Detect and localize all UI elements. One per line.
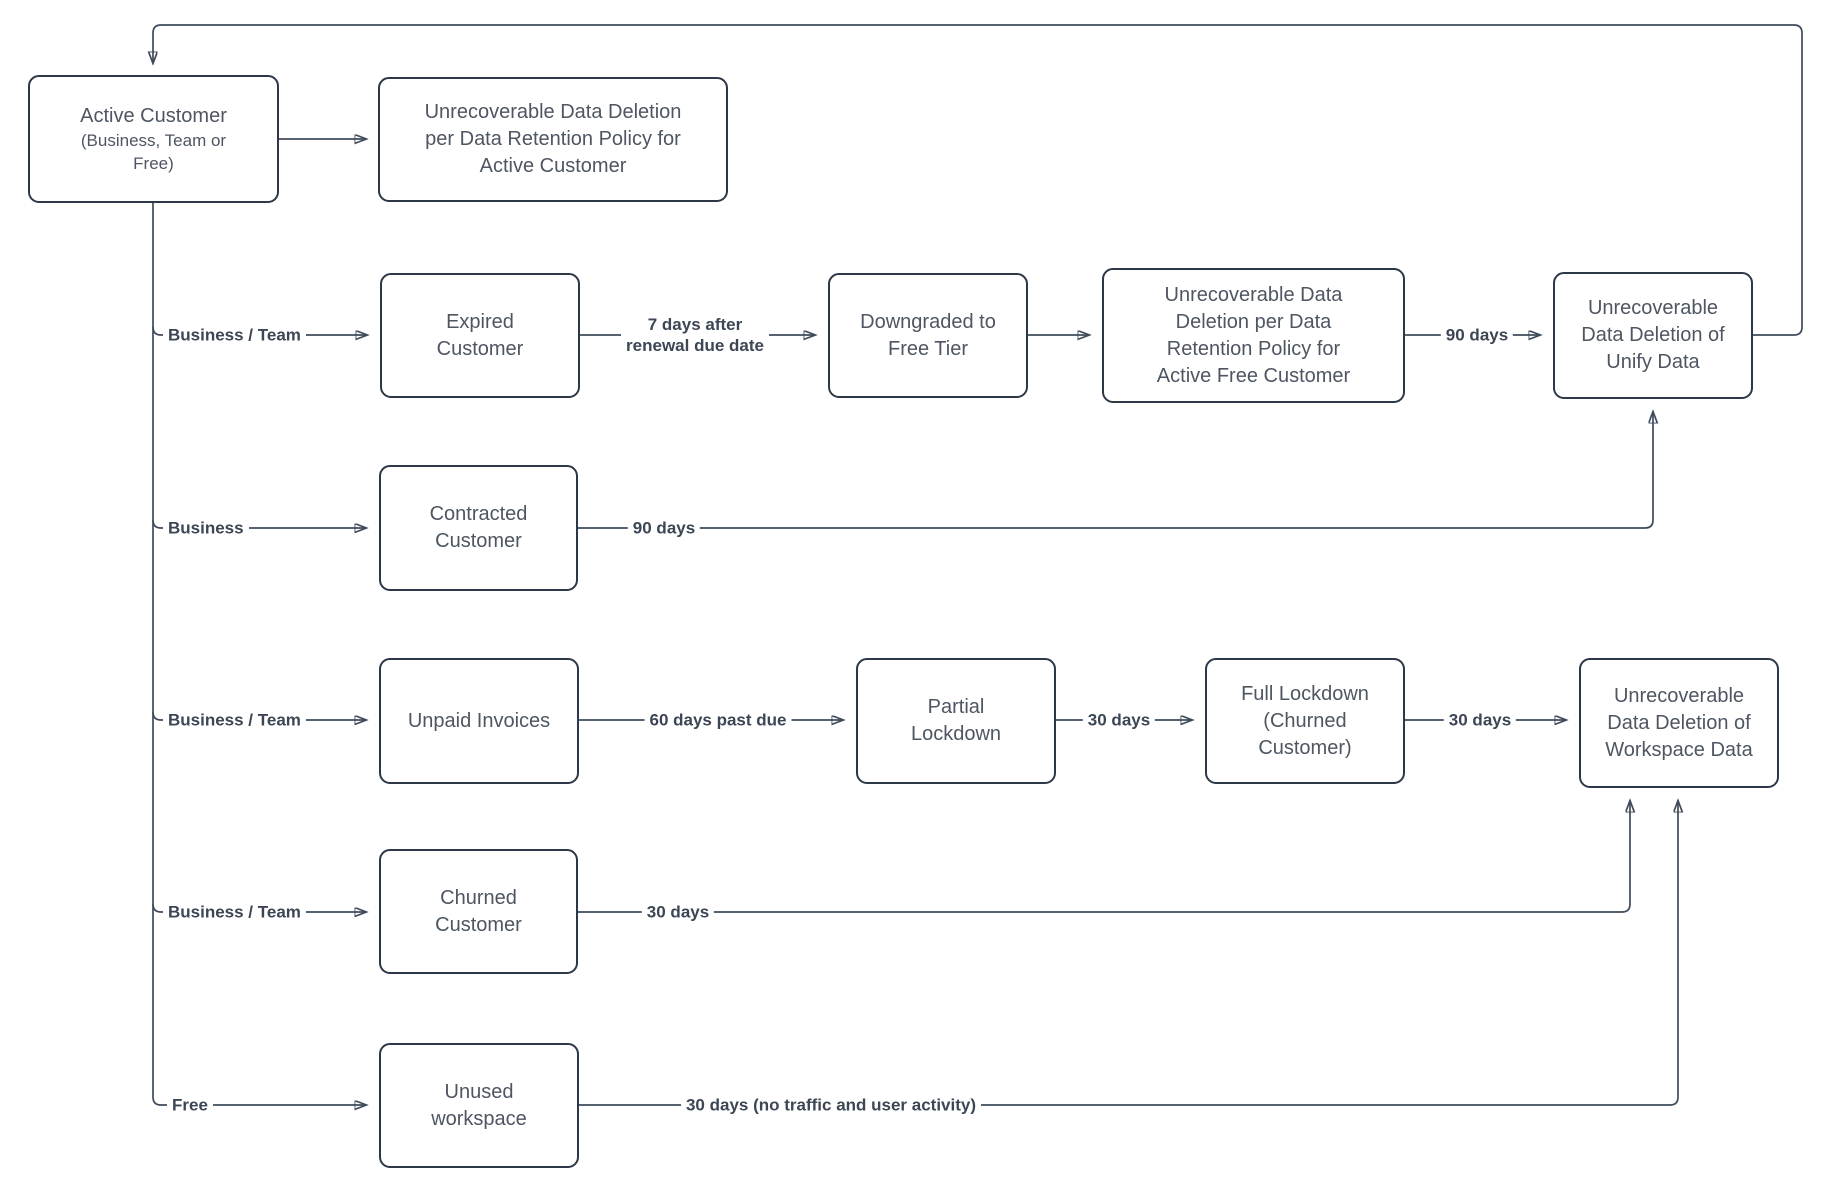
edge-unused-to-workspace (579, 801, 1678, 1106)
edge-label-30-days-partial-full: 30 days (1082, 708, 1156, 732)
node-deletion-active-free-customer: Unrecoverable Data Deletion per Data Ret… (1102, 268, 1405, 403)
edge-label-branch-unpaid: Business / Team (163, 708, 306, 732)
edge-branch-contracted (152, 519, 366, 528)
edge-label-60-days-past-due: 60 days past due (644, 708, 792, 732)
node-contracted-customer: Contracted Customer (379, 465, 578, 591)
node-churned-customer: Churned Customer (379, 849, 578, 974)
edge-loop-unify-to-active (153, 24, 1803, 336)
node-unused-workspace: Unused workspace (379, 1043, 579, 1168)
edge-branch-unpaid (152, 711, 366, 720)
node-partial-lockdown-label: Partial Lockdown (910, 696, 1002, 745)
node-full-lockdown-label: Full Lockdown (Churned Customer) (1241, 682, 1369, 759)
node-downgraded-free-tier-label: Downgraded to Free Tier (860, 310, 996, 360)
node-unpaid-invoices-label: Unpaid Invoices (407, 709, 551, 732)
node-deletion-active-free-customer-label: Unrecoverable Data Deletion per Data Ret… (1156, 283, 1351, 387)
edge-branch-expired (152, 326, 367, 335)
node-deletion-workspace-data: Unrecoverable Data Deletion of Workspace… (1579, 658, 1779, 788)
node-unused-workspace-label: Unused workspace (431, 1080, 527, 1130)
node-deletion-unify-data: Unrecoverable Data Deletion of Unify Dat… (1553, 272, 1753, 399)
edge-contracted-to-unify (578, 412, 1653, 529)
node-contracted-customer-label: Contracted Customer (429, 503, 528, 552)
edge-label-branch-unused: Free (167, 1093, 213, 1117)
node-expired-customer: Expired Customer (380, 273, 580, 398)
edge-label-30-days-no-traffic: 30 days (no traffic and user activity) (680, 1093, 982, 1117)
node-unpaid-invoices: Unpaid Invoices (379, 658, 579, 784)
edge-branch-churned (152, 903, 366, 912)
node-expired-customer-label: Expired Customer (436, 310, 524, 360)
edge-label-30-days-churned: 30 days (641, 900, 715, 924)
edge-churned-to-workspace (578, 801, 1630, 913)
edge-label-90-days-unify: 90 days (1440, 323, 1514, 347)
node-active-customer-title: Active Customer (80, 105, 227, 128)
node-deletion-active-customer: Unrecoverable Data Deletion per Data Ret… (378, 77, 728, 202)
edge-label-branch-expired: Business / Team (163, 323, 306, 347)
edge-label-branch-contracted: Business (163, 516, 249, 540)
node-deletion-active-customer-label: Unrecoverable Data Deletion per Data Ret… (424, 101, 682, 177)
node-active-customer-subtitle: (Business, Team or Free) (80, 131, 227, 173)
edge-label-30-days-full-workspace: 30 days (1443, 708, 1517, 732)
node-deletion-workspace-data-label: Unrecoverable Data Deletion of Workspace… (1605, 684, 1753, 761)
edge-trunk-and-branch-unused (152, 203, 366, 1105)
edge-label-branch-churned: Business / Team (163, 900, 306, 924)
node-full-lockdown: Full Lockdown (Churned Customer) (1205, 658, 1405, 784)
node-churned-customer-label: Churned Customer (435, 886, 522, 936)
node-downgraded-free-tier: Downgraded to Free Tier (828, 273, 1028, 398)
node-active-customer: Active Customer (Business, Team or Free) (28, 75, 279, 203)
edge-label-7-days-after-renewal: 7 days after renewal due date (621, 312, 769, 358)
node-deletion-unify-data-label: Unrecoverable Data Deletion of Unify Dat… (1581, 297, 1725, 373)
edge-label-90-days-contracted: 90 days (627, 516, 701, 540)
node-partial-lockdown: Partial Lockdown (856, 658, 1056, 784)
